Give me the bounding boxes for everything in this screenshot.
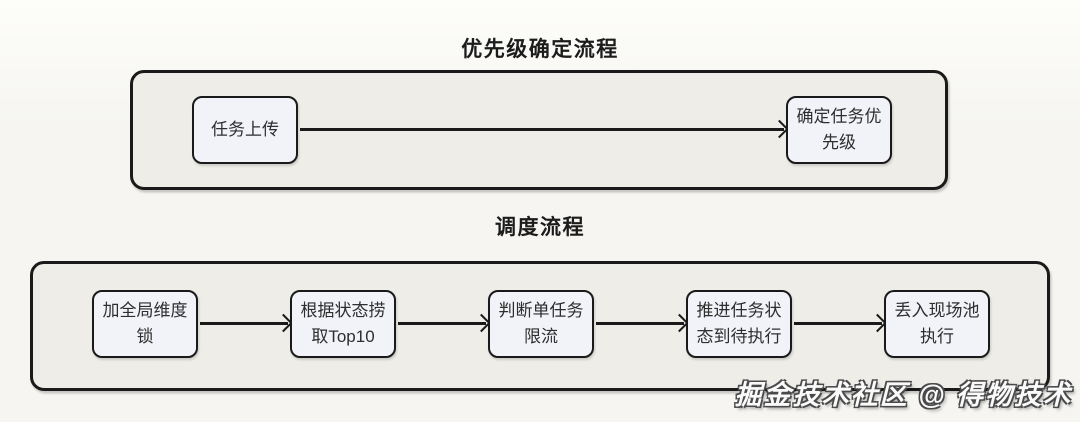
node-label: 根据状态捞取Top10 (300, 301, 386, 346)
arrow-lock-to-fetch (200, 322, 288, 325)
diagram-title-priority-flow: 优先级确定流程 (461, 38, 619, 61)
arrow-task-upload-to-priority (300, 128, 784, 131)
node-label: 推进任务状态到待执行 (696, 301, 782, 346)
node-label: 判断单任务限流 (498, 301, 584, 346)
node-task-upload: 任务上传 (192, 96, 298, 164)
node-label: 加全局维度锁 (102, 301, 188, 346)
node-determine-task-priority: 确定任务优先级 (786, 96, 892, 164)
node-check-single-task-rate-limit: 判断单任务限流 (488, 290, 594, 358)
watermark-text: 掘金技术社区 @ 得物技术 (734, 380, 1072, 410)
arrow-advance-to-pool (794, 322, 882, 325)
node-label: 丢入现场池执行 (894, 301, 980, 346)
node-advance-task-status-to-pending: 推进任务状态到待执行 (686, 290, 792, 358)
arrow-fetch-to-ratelimit (398, 322, 486, 325)
node-fetch-top10-by-status: 根据状态捞取Top10 (290, 290, 396, 358)
node-drop-into-pool-execute: 丢入现场池执行 (884, 290, 990, 358)
node-label: 任务上传 (211, 120, 279, 139)
node-label: 确定任务优先级 (796, 107, 882, 152)
node-add-global-dimension-lock: 加全局维度锁 (92, 290, 198, 358)
diagram-title-scheduling-flow: 调度流程 (495, 216, 585, 239)
arrow-ratelimit-to-advance (596, 322, 684, 325)
